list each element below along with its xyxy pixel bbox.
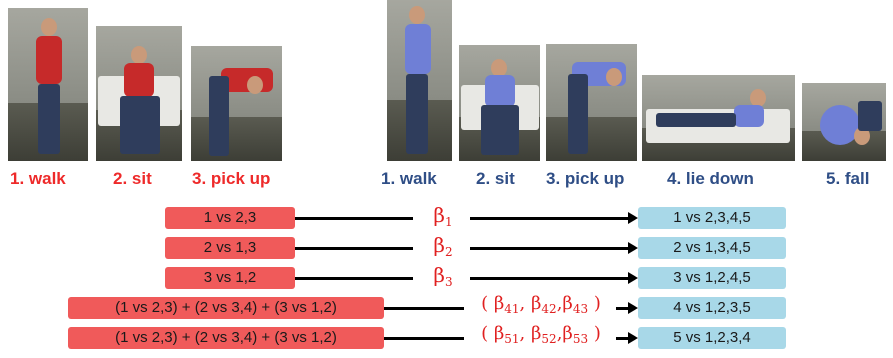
caption-right-pick-up: 3. pick up — [546, 169, 625, 188]
photo-right-lie-down — [642, 75, 795, 161]
row3-left-box: 3 vs 1,2 — [165, 267, 295, 289]
row3-line-right — [470, 277, 628, 280]
row4-arrowhead — [628, 302, 638, 314]
row5-line-left — [384, 337, 464, 340]
row1-left-box: 1 vs 2,3 — [165, 207, 295, 229]
photo-right-sit — [459, 45, 540, 161]
row2-left-box: 2 vs 1,3 — [165, 237, 295, 259]
row4-left-box: (1 vs 2,3) + (2 vs 3,4) + (3 vs 1,2) — [68, 297, 384, 319]
caption-right-walk: 1. walk — [381, 169, 437, 188]
photo-left-pick-up — [191, 46, 282, 161]
row3-arrowhead — [628, 272, 638, 284]
row2-right-box: 2 vs 1,3,4,5 — [638, 237, 786, 259]
row5-line-right — [616, 337, 628, 340]
row1-right-box: 1 vs 2,3,4,5 — [638, 207, 786, 229]
row1-line-left — [295, 217, 413, 220]
caption-left-sit: 2. sit — [113, 169, 152, 188]
caption-right-fall: 5. fall — [826, 169, 870, 188]
row5-left-box: (1 vs 2,3) + (2 vs 3,4) + (3 vs 1,2) — [68, 327, 384, 349]
row4-beta: ( β41, β42,β43 ) — [481, 293, 601, 316]
caption-left-walk: 1. walk — [10, 169, 66, 188]
row3-beta: β3 — [433, 263, 453, 289]
row1-line-right — [470, 217, 628, 220]
row3-right-box: 3 vs 1,2,4,5 — [638, 267, 786, 289]
photo-right-fall — [802, 83, 886, 161]
row4-line-left — [384, 307, 464, 310]
photo-left-sit — [96, 26, 182, 161]
row1-arrowhead — [628, 212, 638, 224]
row4-line-right — [616, 307, 628, 310]
row5-arrowhead — [628, 332, 638, 344]
caption-left-pick-up: 3. pick up — [192, 169, 271, 188]
row4-right-box: 4 vs 1,2,3,5 — [638, 297, 786, 319]
row3-line-left — [295, 277, 413, 280]
photo-left-walk — [8, 8, 88, 161]
caption-right-sit: 2. sit — [476, 169, 515, 188]
photo-right-walk — [387, 0, 452, 161]
row2-arrowhead — [628, 242, 638, 254]
row2-line-right — [470, 247, 628, 250]
row2-line-left — [295, 247, 413, 250]
row5-right-box: 5 vs 1,2,3,4 — [638, 327, 786, 349]
caption-right-lie-down: 4. lie down — [667, 169, 754, 188]
row2-beta: β2 — [433, 233, 453, 259]
row5-beta: ( β51, β52,β53 ) — [481, 323, 601, 346]
photo-right-pick-up — [546, 44, 637, 161]
row1-beta: β1 — [433, 203, 453, 229]
